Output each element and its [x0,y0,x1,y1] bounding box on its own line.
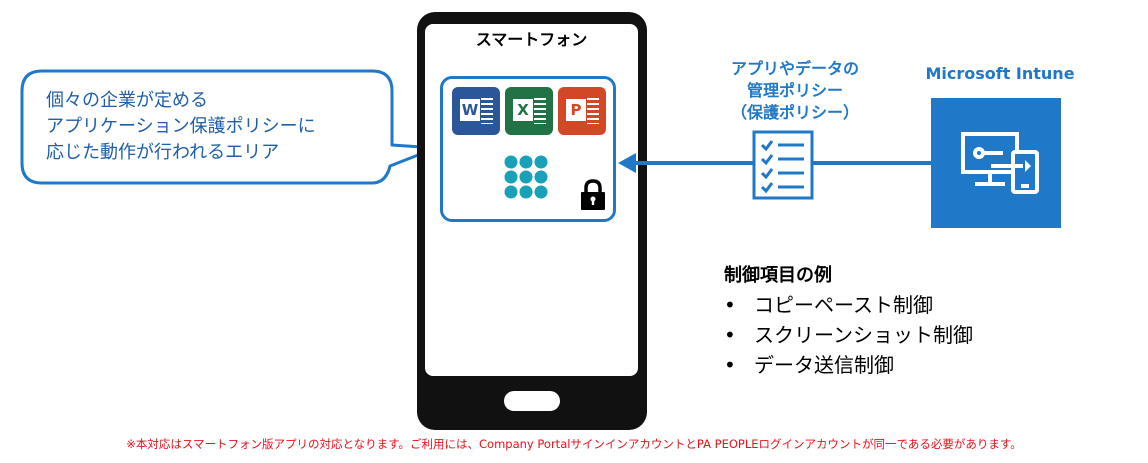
policy-line: アプリやデータの [730,59,859,78]
footnote: ※本対応はスマートフォン版アプリの対応となります。ご利用には、Company P… [126,437,1022,451]
example-item: •データ送信制御 [724,353,894,377]
word-letter: W [460,99,480,121]
policy-label: アプリやデータの 管理ポリシー （保護ポリシー） [690,58,900,124]
bubble-line: 個々の企業が定める [46,90,208,111]
policy-line: （保護ポリシー） [730,103,859,122]
app-grid-icon [504,155,548,199]
intune-title: Microsoft Intune [925,64,1075,83]
powerpoint-icon: P [558,87,606,135]
protected-app-area [440,76,616,222]
home-button [504,391,560,411]
word-icon: W [452,87,500,135]
excel-letter: X [513,99,533,121]
control-examples: 制御項目の例 •コピーペースト制御 •スクリーンショット制御 •データ送信制御 [724,262,973,380]
powerpoint-letter: P [566,99,586,121]
bubble-line: アプリケーション保護ポリシーに [46,116,316,137]
device-sync-icon [961,132,1039,194]
examples-heading: 制御項目の例 [724,265,832,286]
example-item: •スクリーンショット制御 [724,323,973,347]
excel-icon: X [505,87,553,135]
intune-logo [931,98,1061,228]
phone-title: スマートフォン [475,30,588,49]
policy-line: 管理ポリシー [746,81,843,100]
bubble-line: 応じた動作が行われるエリア [46,142,280,163]
example-item: •コピーペースト制御 [724,293,933,317]
checklist-icon [752,130,814,200]
lock-icon [581,179,605,210]
bubble-text: 個々の企業が定める アプリケーション保護ポリシーに 応じた動作が行われるエリア [46,88,406,166]
